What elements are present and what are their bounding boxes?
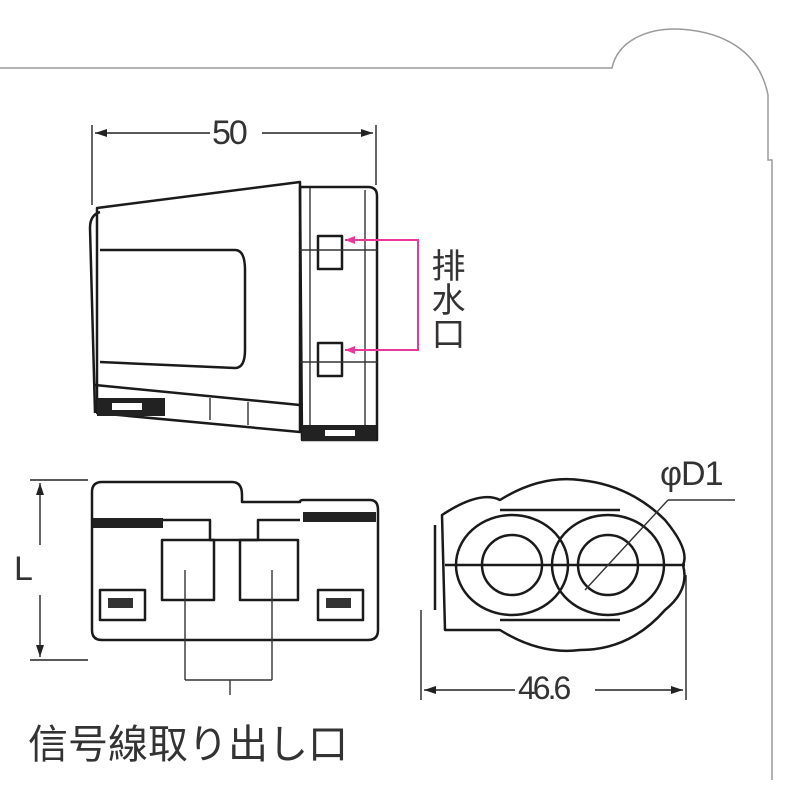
dimension-length [30, 479, 88, 661]
drain-port-callout [345, 236, 419, 354]
signal-wire-outlet-label: 信号線取り出し口 [28, 723, 348, 767]
outer-width-dimension-label: 46.6 [518, 670, 571, 706]
width-dimension-label: 50 [212, 114, 248, 152]
bottom-view [90, 480, 380, 695]
dimension-width [91, 125, 377, 205]
end-view [420, 477, 735, 700]
side-view [88, 180, 379, 442]
diameter-label: φD1 [660, 455, 724, 493]
frame-border [0, 28, 773, 780]
length-dimension-label: L [14, 550, 33, 588]
drain-port-label: 排水口 [426, 248, 464, 350]
